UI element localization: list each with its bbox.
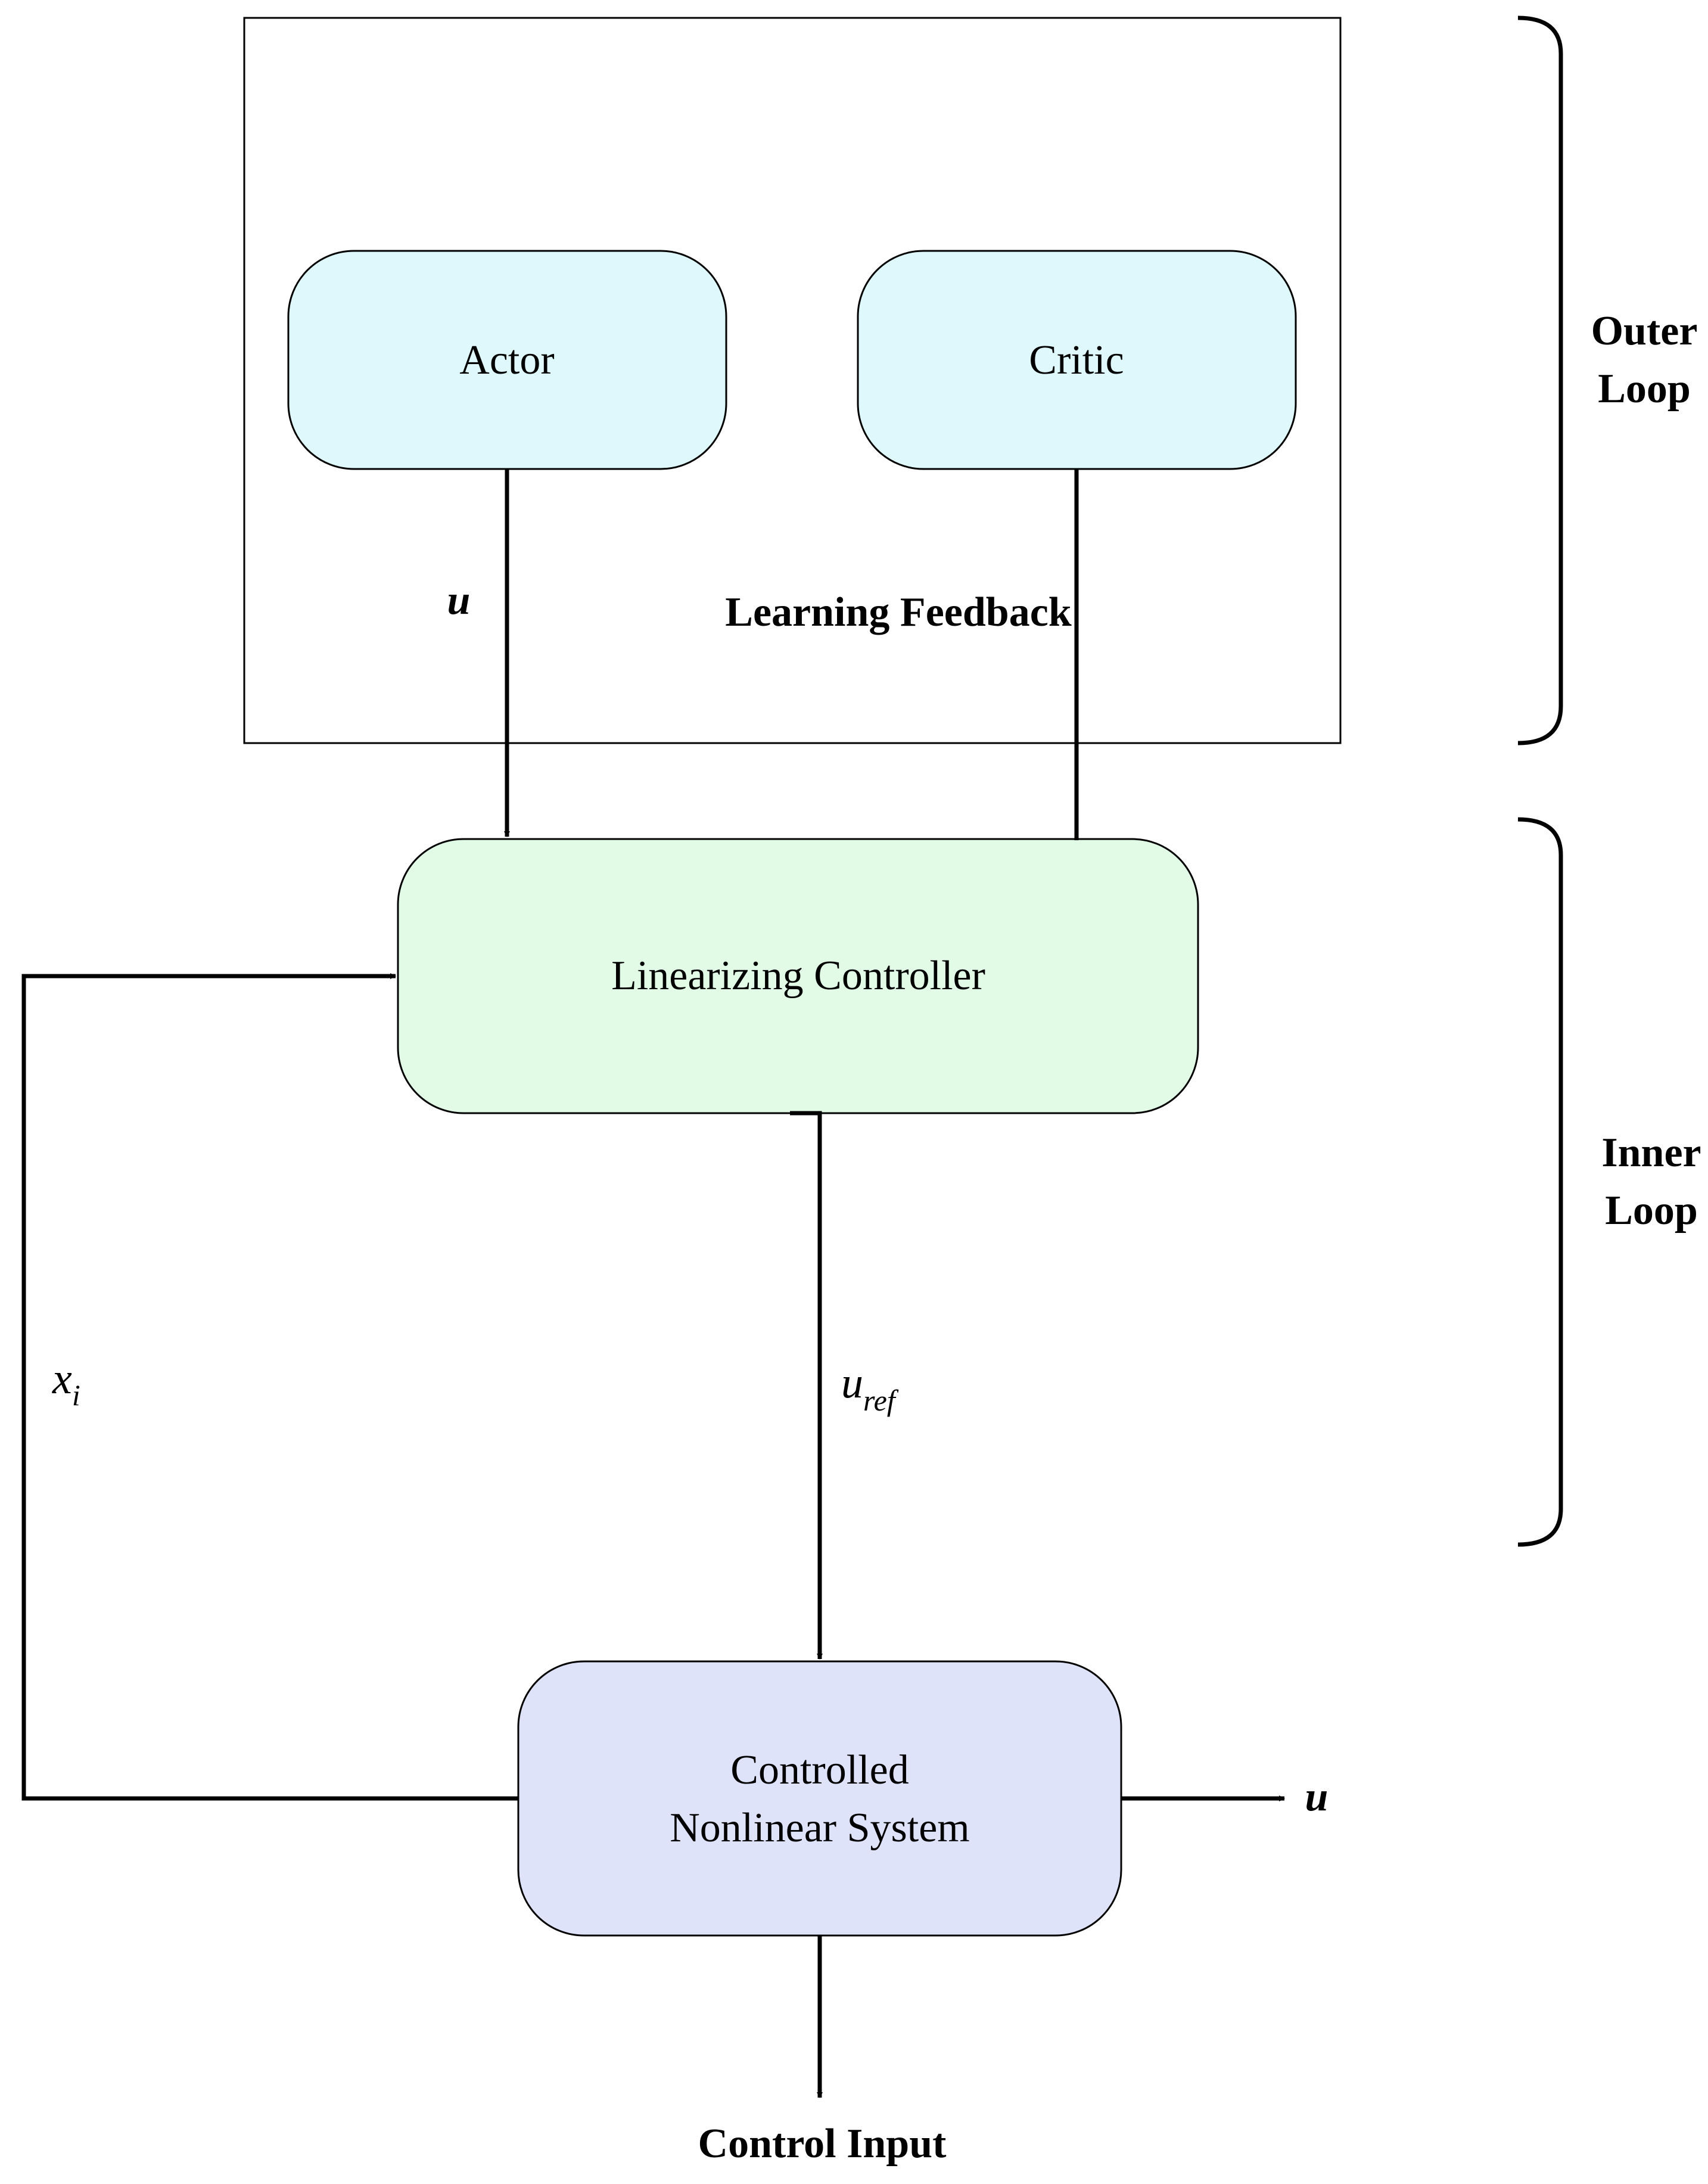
critic-label: Critic	[1029, 337, 1124, 383]
learning-feedback-label: Learning Feedback	[725, 589, 1071, 635]
actor-label: Actor	[459, 337, 554, 383]
plant-label-line1: Controlled	[730, 1747, 909, 1793]
inner-loop-label-line2: Loop	[1605, 1188, 1698, 1234]
outer-loop-bracket	[1517, 15, 1563, 745]
inner-loop-bracket	[1517, 817, 1563, 1547]
outer-loop-label-line1: Outer	[1591, 308, 1698, 354]
control-input-label: Control Input	[698, 2121, 947, 2167]
reference-input-label: uref	[841, 1359, 899, 1417]
linearizing-controller-label: Linearizing Controller	[611, 953, 985, 999]
plant-label-line2: Nonlinear System	[670, 1805, 970, 1851]
outer-loop-label-line2: Loop	[1598, 366, 1691, 412]
plant-block[interactable]	[517, 1660, 1122, 1937]
outer-loop-frame	[243, 17, 1342, 744]
plant-output-label: u	[1305, 1774, 1329, 1820]
state-feedback-label: xi	[52, 1354, 80, 1412]
actor-output-label: u	[447, 577, 471, 623]
controller-to-plant-arrow	[790, 1111, 823, 1660]
state-feedback-arrow	[21, 973, 518, 1801]
inner-loop-label-line1: Inner	[1601, 1130, 1701, 1176]
